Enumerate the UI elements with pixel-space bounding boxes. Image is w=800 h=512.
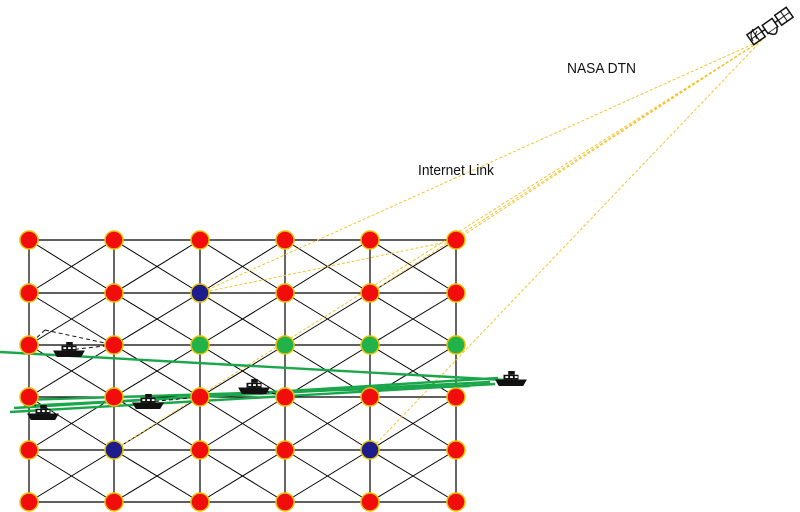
mesh-node: [360, 492, 380, 512]
mesh-node: [19, 440, 39, 460]
ship-icon: [238, 379, 270, 394]
mesh-node: [190, 440, 210, 460]
mesh-edge: [113, 449, 201, 503]
ship-track: [23, 380, 491, 408]
mesh-node: [446, 440, 466, 460]
mesh-node: [19, 387, 39, 407]
mesh-node: [446, 230, 466, 250]
mesh-node: [190, 230, 210, 250]
mesh-edge: [199, 239, 286, 294]
satellite-link: [199, 239, 457, 294]
mesh-edge: [284, 449, 371, 503]
mesh-node: [446, 387, 466, 407]
mesh-node: [190, 283, 210, 303]
mesh-node: [360, 335, 380, 355]
mesh-node: [104, 283, 124, 303]
mesh-node: [19, 335, 39, 355]
mesh-node: [190, 492, 210, 512]
ship-track: [0, 350, 506, 382]
mesh-node: [275, 492, 295, 512]
mesh-edge: [369, 396, 457, 451]
mesh-edge: [113, 239, 201, 294]
mesh-node: [190, 387, 210, 407]
mesh-node: [19, 283, 39, 303]
mesh-edge: [113, 292, 201, 346]
mesh-edge: [284, 396, 371, 451]
mesh-edge: [113, 344, 201, 398]
ship-tracks: [0, 329, 506, 414]
mesh-edge: [199, 292, 286, 346]
mesh-node: [104, 492, 124, 512]
ship-link: [28, 329, 46, 346]
ship-link: [44, 329, 115, 346]
mesh-node: [360, 387, 380, 407]
internet-link-label: Internet Link: [418, 162, 494, 179]
mesh-node: [360, 440, 380, 460]
mesh-edge: [113, 396, 201, 451]
mesh-node: [275, 283, 295, 303]
mesh-node: [275, 387, 295, 407]
mesh-edge: [199, 344, 286, 398]
mesh-node: [104, 440, 124, 460]
mesh-node: [19, 492, 39, 512]
satellite-icon: [745, 6, 795, 46]
mesh-edge: [369, 239, 457, 294]
mesh-node: [104, 230, 124, 250]
satellite-link: [369, 39, 763, 294]
mesh-edge: [199, 449, 286, 503]
mesh-node: [104, 335, 124, 355]
mesh-edge: [28, 344, 115, 398]
mesh-edge: [28, 292, 115, 346]
mesh-edge: [369, 292, 457, 346]
mesh-edge: [369, 449, 457, 503]
mesh-node: [275, 440, 295, 460]
mesh-node: [104, 387, 124, 407]
ship-icon: [53, 342, 85, 357]
ship-icon: [495, 371, 527, 386]
satellite-link: [199, 39, 763, 294]
mesh-node: [19, 230, 39, 250]
nasa-dtn-label: NASA DTN: [567, 60, 637, 77]
mesh-edge: [28, 239, 115, 294]
mesh-edge: [284, 292, 371, 346]
satellite-links: [113, 39, 763, 451]
mesh-node: [360, 230, 380, 250]
mesh-node: [360, 283, 380, 303]
mesh-nodes: [19, 230, 466, 512]
mesh-node: [446, 335, 466, 355]
mesh-node: [275, 230, 295, 250]
mesh-node: [446, 492, 466, 512]
mesh-edge: [28, 449, 115, 503]
mesh-edge: [199, 396, 286, 451]
satellite-link: [113, 39, 763, 451]
mesh-node: [275, 335, 295, 355]
mesh-node: [190, 335, 210, 355]
mesh-node: [446, 283, 466, 303]
